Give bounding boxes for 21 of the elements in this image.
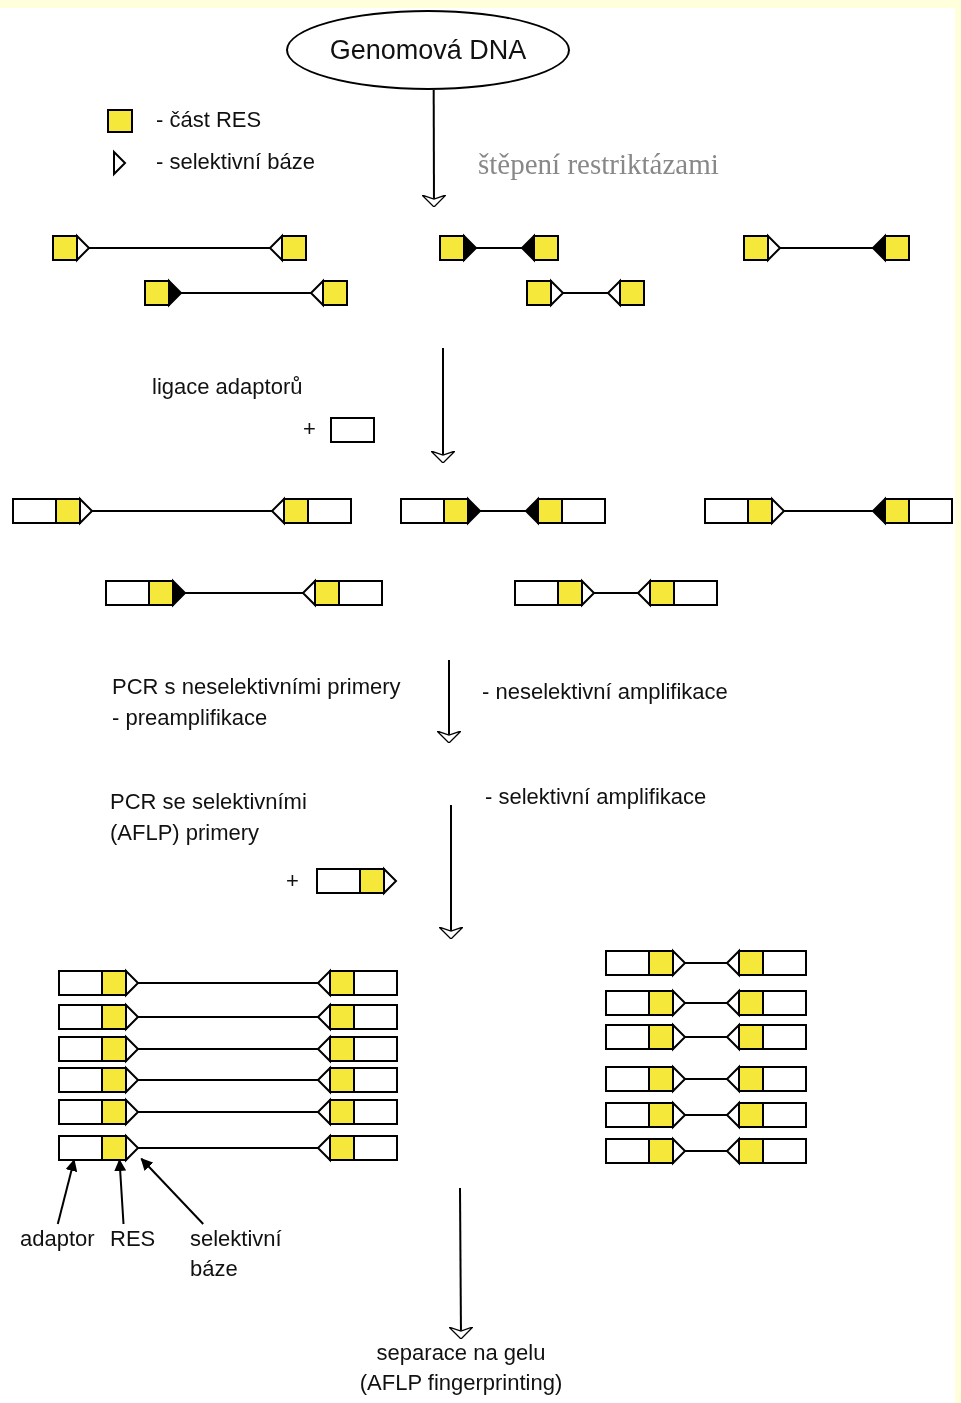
step-label: ligace adaptorů <box>152 373 304 401</box>
step-label: + <box>303 415 317 443</box>
step-label: PCR se selektivními (AFLP) primery <box>110 788 308 847</box>
leader-line <box>56 1159 78 1225</box>
step-label: - neselektivní amplifikace <box>482 678 729 706</box>
leader-line <box>140 1157 205 1225</box>
step-label: + <box>286 867 300 895</box>
leader-label: selektivní báze <box>190 1224 300 1284</box>
arrow <box>421 89 447 208</box>
dna-fragment-drawing <box>58 1133 398 1163</box>
step-label: PCR s neselektivními primery - preamplifikace <box>112 673 402 732</box>
step-label: separace na gelu (AFLP fingerprinting) <box>345 1338 577 1398</box>
step-label: - selektivní amplifikace <box>485 783 708 811</box>
step-label: štěpení restriktázami <box>478 147 720 182</box>
legend-text: - část RES <box>156 106 263 134</box>
leader-label: adaptor <box>20 1224 104 1254</box>
leader-line <box>114 1159 127 1225</box>
legend-text: - selektivní báze <box>156 148 316 176</box>
ellipse-node: Genomová DNA <box>286 10 570 90</box>
arrow <box>448 1187 474 1340</box>
leader-label: RES <box>110 1224 164 1254</box>
